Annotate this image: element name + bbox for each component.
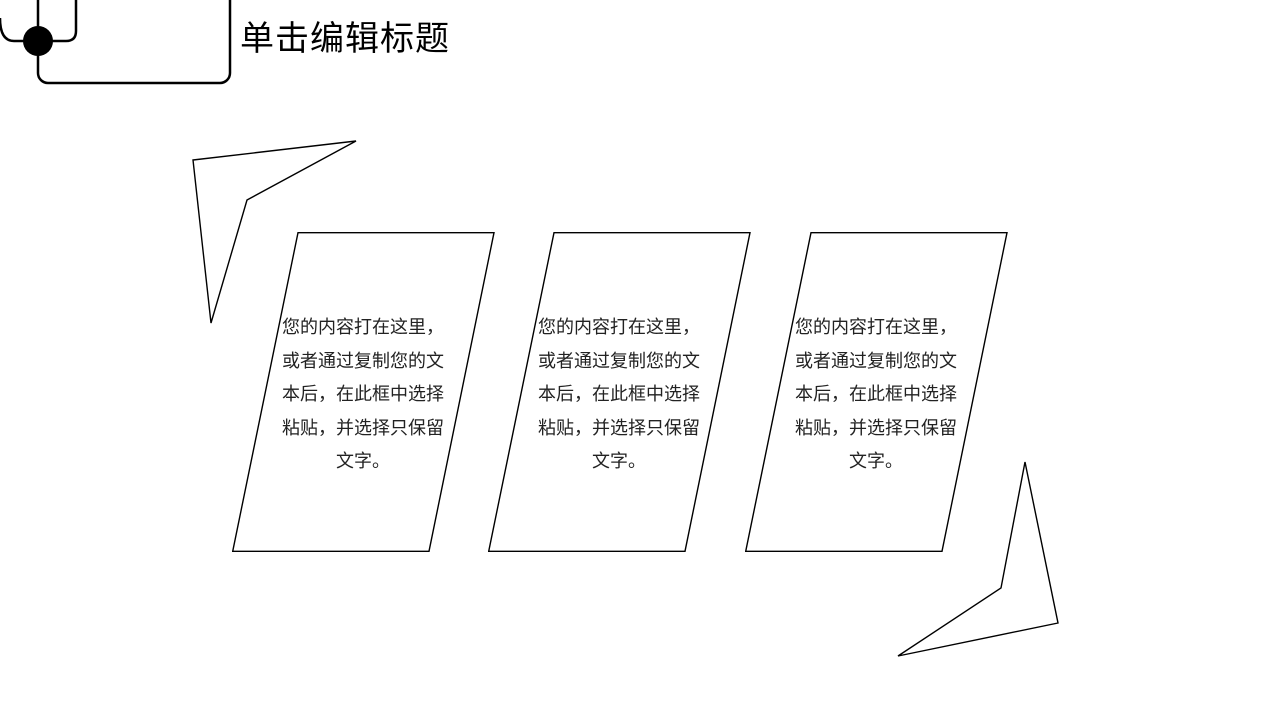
black-dot <box>23 26 53 56</box>
card-1-text[interactable]: 您的内容打在这里，或者通过复制您的文本后，在此框中选择粘贴，并选择只保留文字。 <box>282 317 444 472</box>
parallelogram-frame <box>232 232 495 552</box>
content-card-3[interactable]: 您的内容打在这里，或者通过复制您的文本后，在此框中选择粘贴，并选择只保留文字。 <box>745 232 1009 552</box>
slide-title[interactable]: 单击编辑标题 <box>240 19 450 59</box>
parallelogram-frame <box>745 232 1008 552</box>
parallelogram-frame <box>488 232 751 552</box>
card-3-text[interactable]: 您的内容打在这里，或者通过复制您的文本后，在此框中选择粘贴，并选择只保留文字。 <box>795 317 957 472</box>
content-card-2[interactable]: 您的内容打在这里，或者通过复制您的文本后，在此框中选择粘贴，并选择只保留文字。 <box>488 232 752 552</box>
small-bracket-shape <box>0 0 78 43</box>
content-card-1[interactable]: 您的内容打在这里，或者通过复制您的文本后，在此框中选择粘贴，并选择只保留文字。 <box>232 232 496 552</box>
header-decoration <box>0 0 232 85</box>
card-2-text[interactable]: 您的内容打在这里，或者通过复制您的文本后，在此框中选择粘贴，并选择只保留文字。 <box>538 317 700 472</box>
